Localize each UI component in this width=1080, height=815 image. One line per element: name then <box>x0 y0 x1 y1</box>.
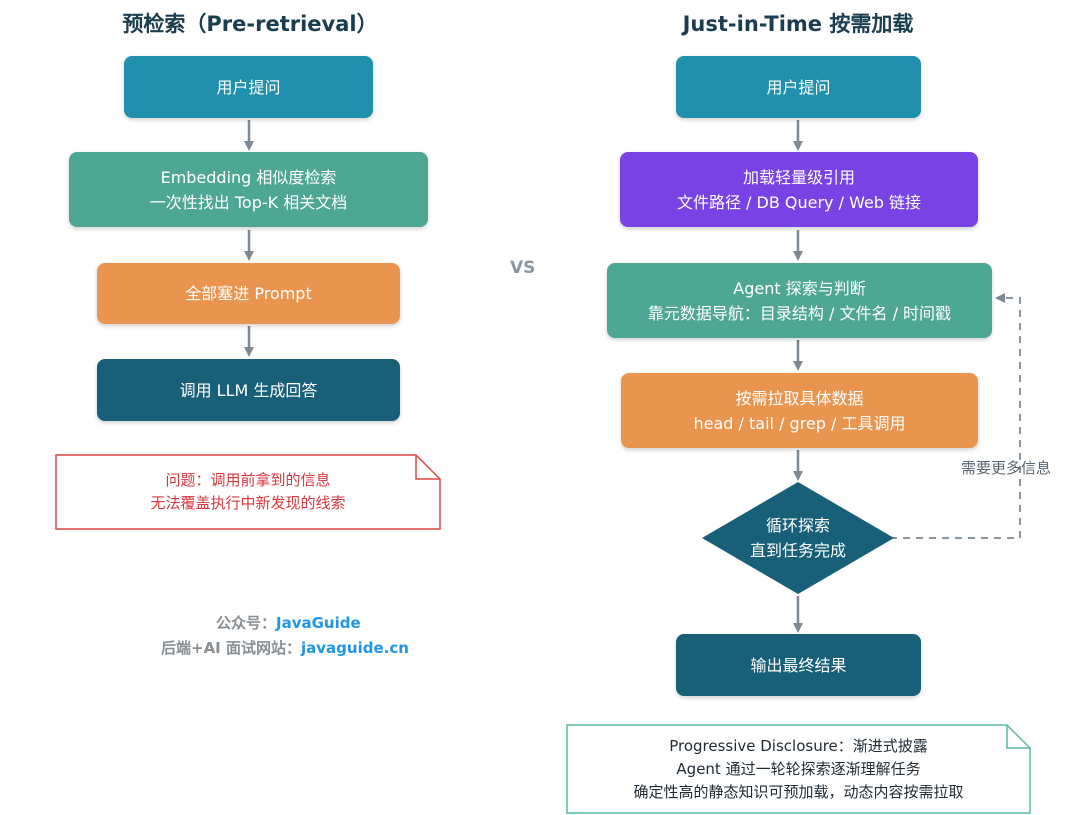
footer-line1-label: 公众号： <box>216 614 277 632</box>
right-step-load-references: 加载轻量级引用 文件路径 / DB Query / Web 链接 <box>620 152 978 227</box>
left-step-llm: 调用 LLM 生成回答 <box>97 359 400 421</box>
decision-label: 循环探索 直到任务完成 <box>718 510 878 566</box>
left-step-llm-label: 调用 LLM 生成回答 <box>179 380 318 400</box>
vs-label: VS <box>510 258 536 278</box>
footer-line1: 公众号：JavaGuide <box>216 612 361 633</box>
left-step-embedding-line2: 一次性找出 Top-K 相关文档 <box>149 192 348 212</box>
left-title: 预检索（Pre-retrieval） <box>122 12 378 36</box>
right-step-agent-explore-line1: Agent 探索与判断 <box>733 278 866 298</box>
disclosure-note: Progressive Disclosure：渐进式披露 Agent 通过一轮轮… <box>566 724 1031 814</box>
right-step-pull-data: 按需拉取具体数据 head / tail / grep / 工具调用 <box>621 373 978 448</box>
loop-back-arrow <box>890 293 1021 539</box>
footer-line1-link[interactable]: JavaGuide <box>276 614 361 632</box>
disclosure-note-line3: 确定性高的静态知识可预加载，动态内容按需拉取 <box>633 782 964 801</box>
problem-note-line1: 问题：调用前拿到的信息 <box>165 471 331 489</box>
loop-label: 需要更多信息 <box>961 459 1052 477</box>
problem-note: 问题：调用前拿到的信息 无法覆盖执行中新发现的线索 <box>55 454 441 530</box>
decision-line1: 循环探索 <box>765 516 830 535</box>
footer-line2-link[interactable]: javaguide.cn <box>300 639 409 657</box>
right-step-load-references-line2: 文件路径 / DB Query / Web 链接 <box>676 192 922 212</box>
right-step-output: 输出最终结果 <box>676 634 921 696</box>
right-step-pull-data-line1: 按需拉取具体数据 <box>735 388 864 408</box>
right-step-output-label: 输出最终结果 <box>750 655 847 675</box>
footer-line2-label: 后端+AI 面试网站： <box>161 639 301 657</box>
right-step-user-question: 用户提问 <box>676 56 921 118</box>
left-step-prompt-label: 全部塞进 Prompt <box>185 284 312 303</box>
footer-line2: 后端+AI 面试网站：javaguide.cn <box>161 637 409 658</box>
right-step-pull-data-line2: head / tail / grep / 工具调用 <box>693 413 906 433</box>
left-step-embedding: Embedding 相似度检索 一次性找出 Top-K 相关文档 <box>69 152 428 227</box>
disclosure-note-line1: Progressive Disclosure：渐进式披露 <box>669 736 928 755</box>
decision-line2: 直到任务完成 <box>749 541 846 560</box>
problem-note-line2: 无法覆盖执行中新发现的线索 <box>150 494 346 512</box>
left-step-embedding-line1: Embedding 相似度检索 <box>160 167 337 187</box>
left-step-prompt: 全部塞进 Prompt <box>97 263 400 324</box>
disclosure-note-shape <box>566 724 1031 814</box>
right-step-agent-explore-line2: 靠元数据导航：目录结构 / 文件名 / 时间戳 <box>647 303 952 323</box>
left-step-user-question-label: 用户提问 <box>216 77 281 97</box>
disclosure-note-line2: Agent 通过一轮轮探索逐渐理解任务 <box>676 759 921 778</box>
right-step-agent-explore: Agent 探索与判断 靠元数据导航：目录结构 / 文件名 / 时间戳 <box>607 263 992 338</box>
right-title: Just-in-Time 按需加载 <box>682 12 914 36</box>
right-step-user-question-label: 用户提问 <box>766 77 831 97</box>
left-step-user-question: 用户提问 <box>124 56 373 118</box>
right-step-load-references-line1: 加载轻量级引用 <box>742 167 855 187</box>
problem-note-shape <box>55 454 441 530</box>
decision-diamond <box>702 482 894 594</box>
